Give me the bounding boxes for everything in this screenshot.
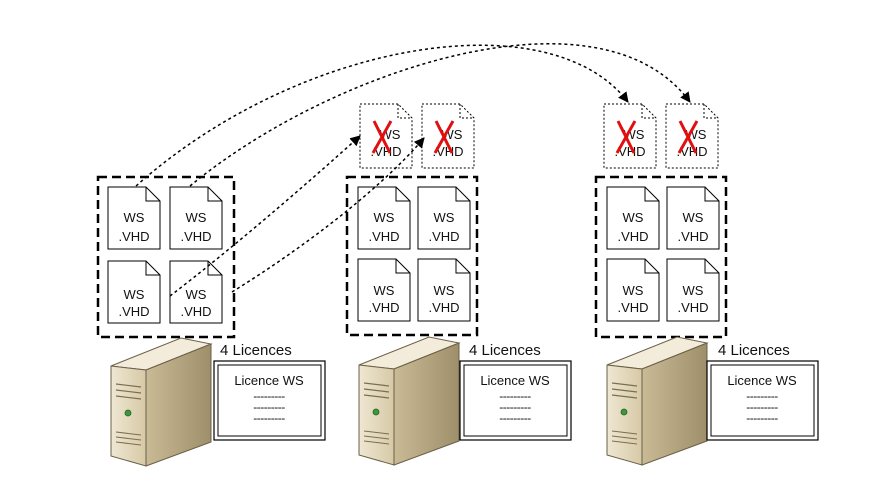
license-card-line: --------- — [746, 400, 778, 414]
license-card: Licence WS --------- --------- --------- — [459, 360, 572, 441]
document-icon — [357, 258, 411, 322]
cross-icon — [615, 120, 637, 154]
vhd-file: WS .VHD — [417, 186, 471, 250]
vhd-file-extension: .VHD — [118, 229, 149, 244]
vhd-file-extension: .VHD — [677, 300, 708, 315]
document-icon — [417, 258, 471, 322]
vhd-file-extension: .VHD — [617, 229, 648, 244]
license-card-line: --------- — [499, 411, 531, 425]
license-card-line: --------- — [253, 389, 285, 403]
document-icon — [169, 186, 223, 250]
document-icon — [417, 186, 471, 250]
vhd-file: WS .VHD — [666, 258, 720, 322]
vhd-file-name: WS — [434, 210, 455, 225]
vhd-file: WS .VHD — [169, 260, 223, 324]
server-group-1: WS .VHD WS .VHD WS .VHD WS .VHD — [96, 175, 326, 467]
migration-arrows — [135, 43, 691, 297]
document-icon — [107, 186, 161, 250]
vm-group-box — [96, 175, 236, 339]
license-card-title: Licence WS — [234, 373, 304, 388]
license-card-line: --------- — [746, 411, 778, 425]
server-group-2: WS .VHD WS .VHD WS .VHD — [345, 103, 572, 466]
vhd-file: WS .VHD — [107, 260, 161, 324]
vhd-file: WS .VHD — [357, 186, 411, 250]
vhd-file-extension: .VHD — [676, 144, 707, 159]
license-card-title: Licence WS — [480, 373, 550, 388]
document-icon — [666, 258, 720, 322]
migrated-vhd-file: WS .VHD — [665, 103, 719, 169]
vhd-file-name: WS — [186, 210, 207, 225]
license-count: 4 Licences — [718, 342, 790, 359]
migrated-vhd-file: WS .VHD — [421, 103, 475, 169]
document-icon — [606, 186, 660, 250]
migration-arrow — [169, 135, 361, 297]
migration-arrow — [231, 137, 425, 293]
vhd-file-extension: .VHD — [368, 229, 399, 244]
license-count: 4 Licences — [220, 342, 292, 359]
migrated-vhd-file: WS .VHD — [603, 103, 657, 169]
vhd-file-name: WS — [374, 210, 395, 225]
vhd-file-extension: .VHD — [370, 144, 401, 159]
vhd-file-name: WS — [623, 210, 644, 225]
vhd-file: WS .VHD — [417, 258, 471, 322]
vhd-file-extension: .VHD — [428, 300, 459, 315]
server-tower-icon — [606, 336, 709, 466]
vhd-file-extension: .VHD — [617, 300, 648, 315]
vm-group-box — [345, 175, 479, 337]
document-icon — [169, 260, 223, 324]
vhd-file-extension: .VHD — [428, 229, 459, 244]
server-tower-icon — [358, 336, 461, 466]
vhd-file-extension: .VHD — [432, 144, 463, 159]
vhd-file: WS .VHD — [357, 258, 411, 322]
server-tower-icon — [110, 337, 213, 467]
license-card: Licence WS --------- --------- --------- — [213, 360, 326, 441]
migration-arrow — [189, 43, 691, 187]
license-card-line: --------- — [499, 400, 531, 414]
license-card-title: Licence WS — [727, 373, 797, 388]
vhd-file: WS .VHD — [169, 186, 223, 250]
document-icon — [107, 260, 161, 324]
vhd-file-name: WS — [124, 287, 145, 302]
migrated-vhd-file: WS .VHD — [359, 103, 413, 169]
vhd-file-name: WS — [124, 210, 145, 225]
vhd-file-name: WS — [434, 283, 455, 298]
vhd-file: WS .VHD — [606, 258, 660, 322]
vhd-file-extension: .VHD — [614, 144, 645, 159]
cross-icon — [677, 120, 699, 154]
license-count: 4 Licences — [469, 342, 541, 359]
vm-group-box — [594, 175, 728, 339]
license-card-line: --------- — [253, 400, 285, 414]
license-card-line: --------- — [253, 411, 285, 425]
server-group-3: WS .VHD WS .VHD WS .VHD — [594, 103, 819, 466]
vhd-file-name: WS — [623, 283, 644, 298]
document-icon — [666, 186, 720, 250]
vhd-file: WS .VHD — [666, 186, 720, 250]
vhd-file-name: WS — [186, 287, 207, 302]
license-card: Licence WS --------- --------- --------- — [706, 360, 819, 441]
migration-arrow — [135, 44, 629, 187]
license-card-line: --------- — [499, 389, 531, 403]
cross-icon — [371, 120, 393, 154]
license-card-line: --------- — [746, 389, 778, 403]
vhd-file-name: WS — [683, 210, 704, 225]
cross-icon — [433, 120, 455, 154]
vhd-file-name: WS — [374, 283, 395, 298]
document-icon — [606, 258, 660, 322]
vhd-file-extension: .VHD — [180, 229, 211, 244]
document-icon — [357, 186, 411, 250]
vhd-file-extension: .VHD — [118, 304, 149, 319]
vhd-file: WS .VHD — [107, 186, 161, 250]
vhd-file-name: WS — [683, 283, 704, 298]
vhd-file-extension: .VHD — [180, 304, 211, 319]
vhd-file: WS .VHD — [606, 186, 660, 250]
vhd-file-extension: .VHD — [368, 300, 399, 315]
vhd-file-extension: .VHD — [677, 229, 708, 244]
